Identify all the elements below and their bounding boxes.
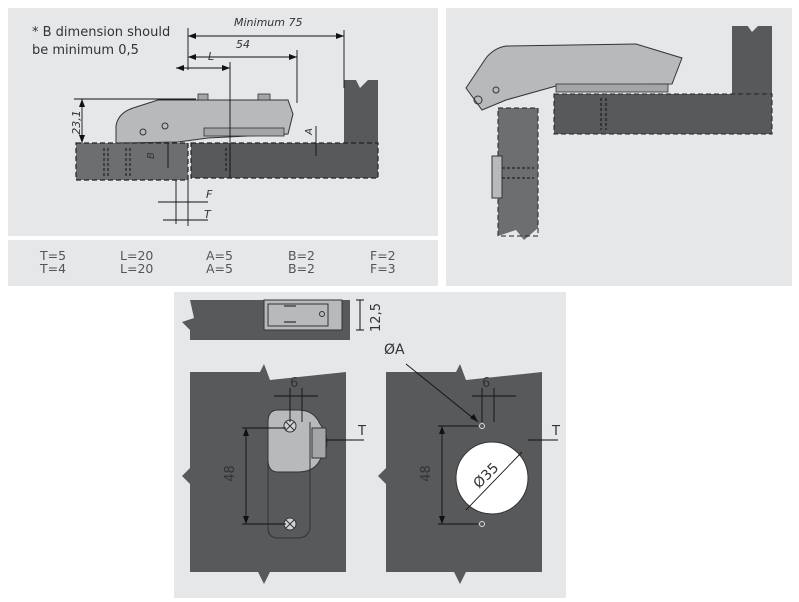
spec-b-1: B=2 — [288, 248, 316, 263]
spec-table-panel: T=5 L=20 A=5 B=2 F=2 T=4 L=20 A=5 B=2 F=… — [8, 240, 438, 286]
spec-a-2: A=5 — [206, 261, 233, 276]
note-line-2: be minimum 0,5 — [32, 43, 139, 58]
spec-b-2: B=2 — [288, 261, 316, 276]
cabinet-board — [191, 80, 378, 178]
hinge-body — [115, 99, 294, 144]
dim-t: T — [204, 208, 211, 221]
dim-minimum-75: Minimum 75 — [234, 16, 303, 29]
spec-t-2: T=4 — [40, 261, 67, 276]
bottom-drawing — [182, 299, 558, 584]
spec-a-1: A=5 — [206, 248, 233, 263]
spec-f-1: F=2 — [370, 248, 396, 263]
open-hinge-panel — [446, 8, 792, 286]
spec-f-2: F=3 — [370, 261, 396, 276]
bore-hole — [455, 441, 529, 515]
dim-12-5: 12,5 — [368, 303, 384, 332]
door-open — [498, 108, 538, 240]
dim-b: B — [145, 152, 157, 159]
bore-dim-t: T — [552, 424, 560, 439]
plate-board — [182, 364, 346, 584]
spec-l-1: L=20 — [120, 248, 154, 263]
bore-dim-48: 48 — [418, 465, 434, 482]
side-view-drawing — [74, 28, 379, 226]
dim-23-1: 23,1 — [69, 110, 83, 135]
bore-dim-oa: ØA — [384, 342, 405, 358]
cabinet-side — [554, 26, 772, 134]
dim-l: L — [208, 50, 215, 63]
spec-l-2: L=20 — [120, 261, 154, 276]
note-line-1: * B dimension should — [32, 25, 171, 40]
plate-dim-t: T — [358, 424, 366, 439]
spec-t-1: T=5 — [40, 248, 67, 263]
b-dimension-note: * B dimension should be minimum 0,5 — [32, 24, 170, 60]
bottom-panel: 12,5 6 48 T ØA 6 48 T Ø35 — [174, 292, 566, 598]
dim-a: A — [303, 128, 315, 135]
side-view-panel: Minimum 75 54 L 23,1 A B F T * B dimensi… — [8, 8, 438, 236]
plate-dim-48: 48 — [222, 465, 238, 482]
open-hinge-drawing — [465, 18, 773, 240]
door-board — [76, 143, 188, 180]
bore-dim-6: 6 — [482, 376, 491, 391]
dim-f: F — [206, 188, 213, 201]
plate-dim-6: 6 — [290, 376, 299, 391]
dim-54: 54 — [236, 38, 250, 51]
